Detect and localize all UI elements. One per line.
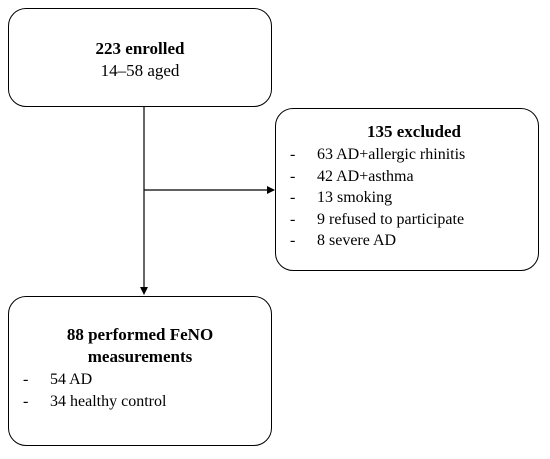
bullet-dash: - (290, 210, 296, 228)
bullet-dash: - (290, 167, 296, 185)
excluded-count-title: 135 excluded (367, 122, 461, 141)
bullet-dash: - (290, 232, 296, 249)
enrolled-age-range: 14–58 aged (100, 61, 180, 80)
bullet-dash: - (290, 146, 296, 163)
performed-title-line1: 88 performed FeNO (66, 325, 214, 344)
exclusion-reason: 42 AD+asthma (317, 167, 414, 185)
performed-title-line2: measurements (87, 347, 193, 366)
excluded-box: 135 excluded - 63 AD+allergic rhinitis -… (275, 108, 539, 271)
group-label: 34 healthy control (50, 392, 167, 410)
exclusion-reason: 63 AD+allergic rhinitis (317, 146, 466, 163)
exclusion-reason: 8 severe AD (317, 232, 397, 249)
group-label: 54 AD (50, 371, 93, 388)
exclusion-reason: 13 smoking (317, 189, 393, 206)
enrolled-count-title: 223 enrolled (95, 39, 185, 58)
exclusion-reason: 9 refused to participate (317, 210, 465, 228)
enrolled-box: 223 enrolled 14–58 aged (8, 8, 272, 107)
bullet-dash: - (23, 371, 29, 388)
bullet-dash: - (290, 189, 296, 206)
bullet-dash: - (23, 392, 29, 410)
performed-box: 88 performed FeNO measurements - 54 AD -… (8, 296, 272, 446)
